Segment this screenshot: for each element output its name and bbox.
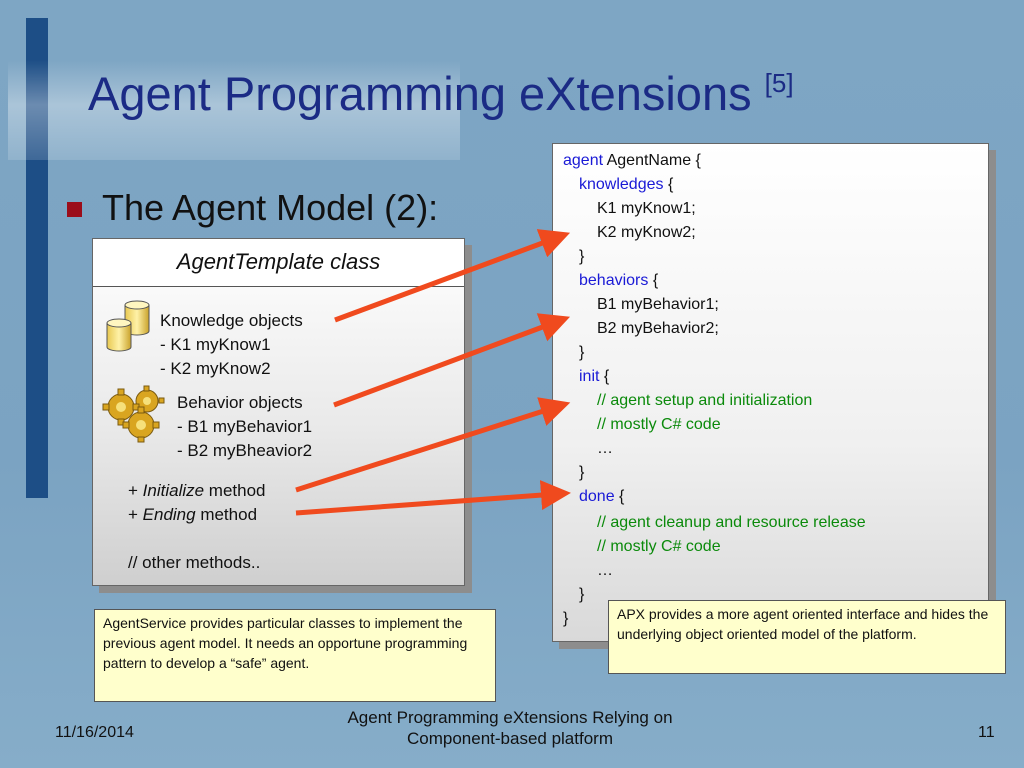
code-line: …	[597, 562, 613, 579]
left-accent-bar	[26, 18, 48, 498]
class-box-header: AgentTemplate class	[93, 239, 464, 287]
title-highlight	[8, 60, 460, 160]
code-comment: // mostly C# code	[597, 538, 721, 555]
agent-code-box: agent AgentName { knowledges { K1 myKnow…	[552, 143, 989, 642]
initialize-method: + Initialize method	[128, 481, 266, 500]
knowledge-item: - K2 myKnow2	[160, 359, 271, 378]
title-reference: [5]	[764, 68, 794, 98]
behavior-item: - B1 myBehavior1	[177, 417, 313, 436]
code-line-done: done {	[579, 488, 625, 505]
code-line-init: init {	[579, 368, 610, 385]
database-icon	[106, 300, 150, 352]
code-line: }	[579, 464, 585, 481]
code-comment: // agent cleanup and resource release	[597, 514, 866, 531]
slide-title: Agent Programming eXtensions [5]	[88, 67, 794, 120]
other-methods: // other methods..	[128, 553, 261, 572]
footer-date: 11/16/2014	[55, 724, 134, 741]
bullet-square-icon	[67, 202, 82, 217]
code-line: }	[579, 344, 585, 361]
agent-template-class-box: AgentTemplate class Knowledge objects - …	[92, 238, 465, 586]
code-line: }	[579, 248, 585, 265]
code-line: K2 myKnow2;	[597, 224, 696, 241]
code-line: …	[597, 440, 613, 457]
note-agentservice: AgentService provides particular classes…	[94, 609, 496, 702]
bullet-text: The Agent Model (2):	[102, 187, 439, 228]
ending-method: + Ending method	[128, 505, 258, 524]
behavior-title: Behavior objects	[177, 393, 303, 412]
code-line-knowledges: knowledges {	[579, 176, 674, 193]
code-line-agent: agent AgentName {	[563, 152, 701, 169]
code-line: B2 myBehavior2;	[597, 320, 719, 337]
knowledge-title: Knowledge objects	[160, 311, 303, 330]
note-apx: APX provides a more agent oriented inter…	[608, 600, 1006, 674]
code-comment: // agent setup and initialization	[597, 392, 813, 409]
footer-title: Agent Programming eXtensions Relying on …	[347, 708, 673, 748]
code-line: }	[563, 610, 569, 627]
page-number: 11	[978, 724, 995, 741]
behavior-item: - B2 myBheavior2	[177, 441, 313, 460]
code-line: }	[579, 586, 585, 603]
gears-icon	[102, 385, 165, 443]
code-comment: // mostly C# code	[597, 416, 721, 433]
code-line: B1 myBehavior1;	[597, 296, 719, 313]
knowledge-item: - K1 myKnow1	[160, 335, 271, 354]
code-line: K1 myKnow1;	[597, 200, 696, 217]
code-line-behaviors: behaviors {	[579, 272, 659, 289]
